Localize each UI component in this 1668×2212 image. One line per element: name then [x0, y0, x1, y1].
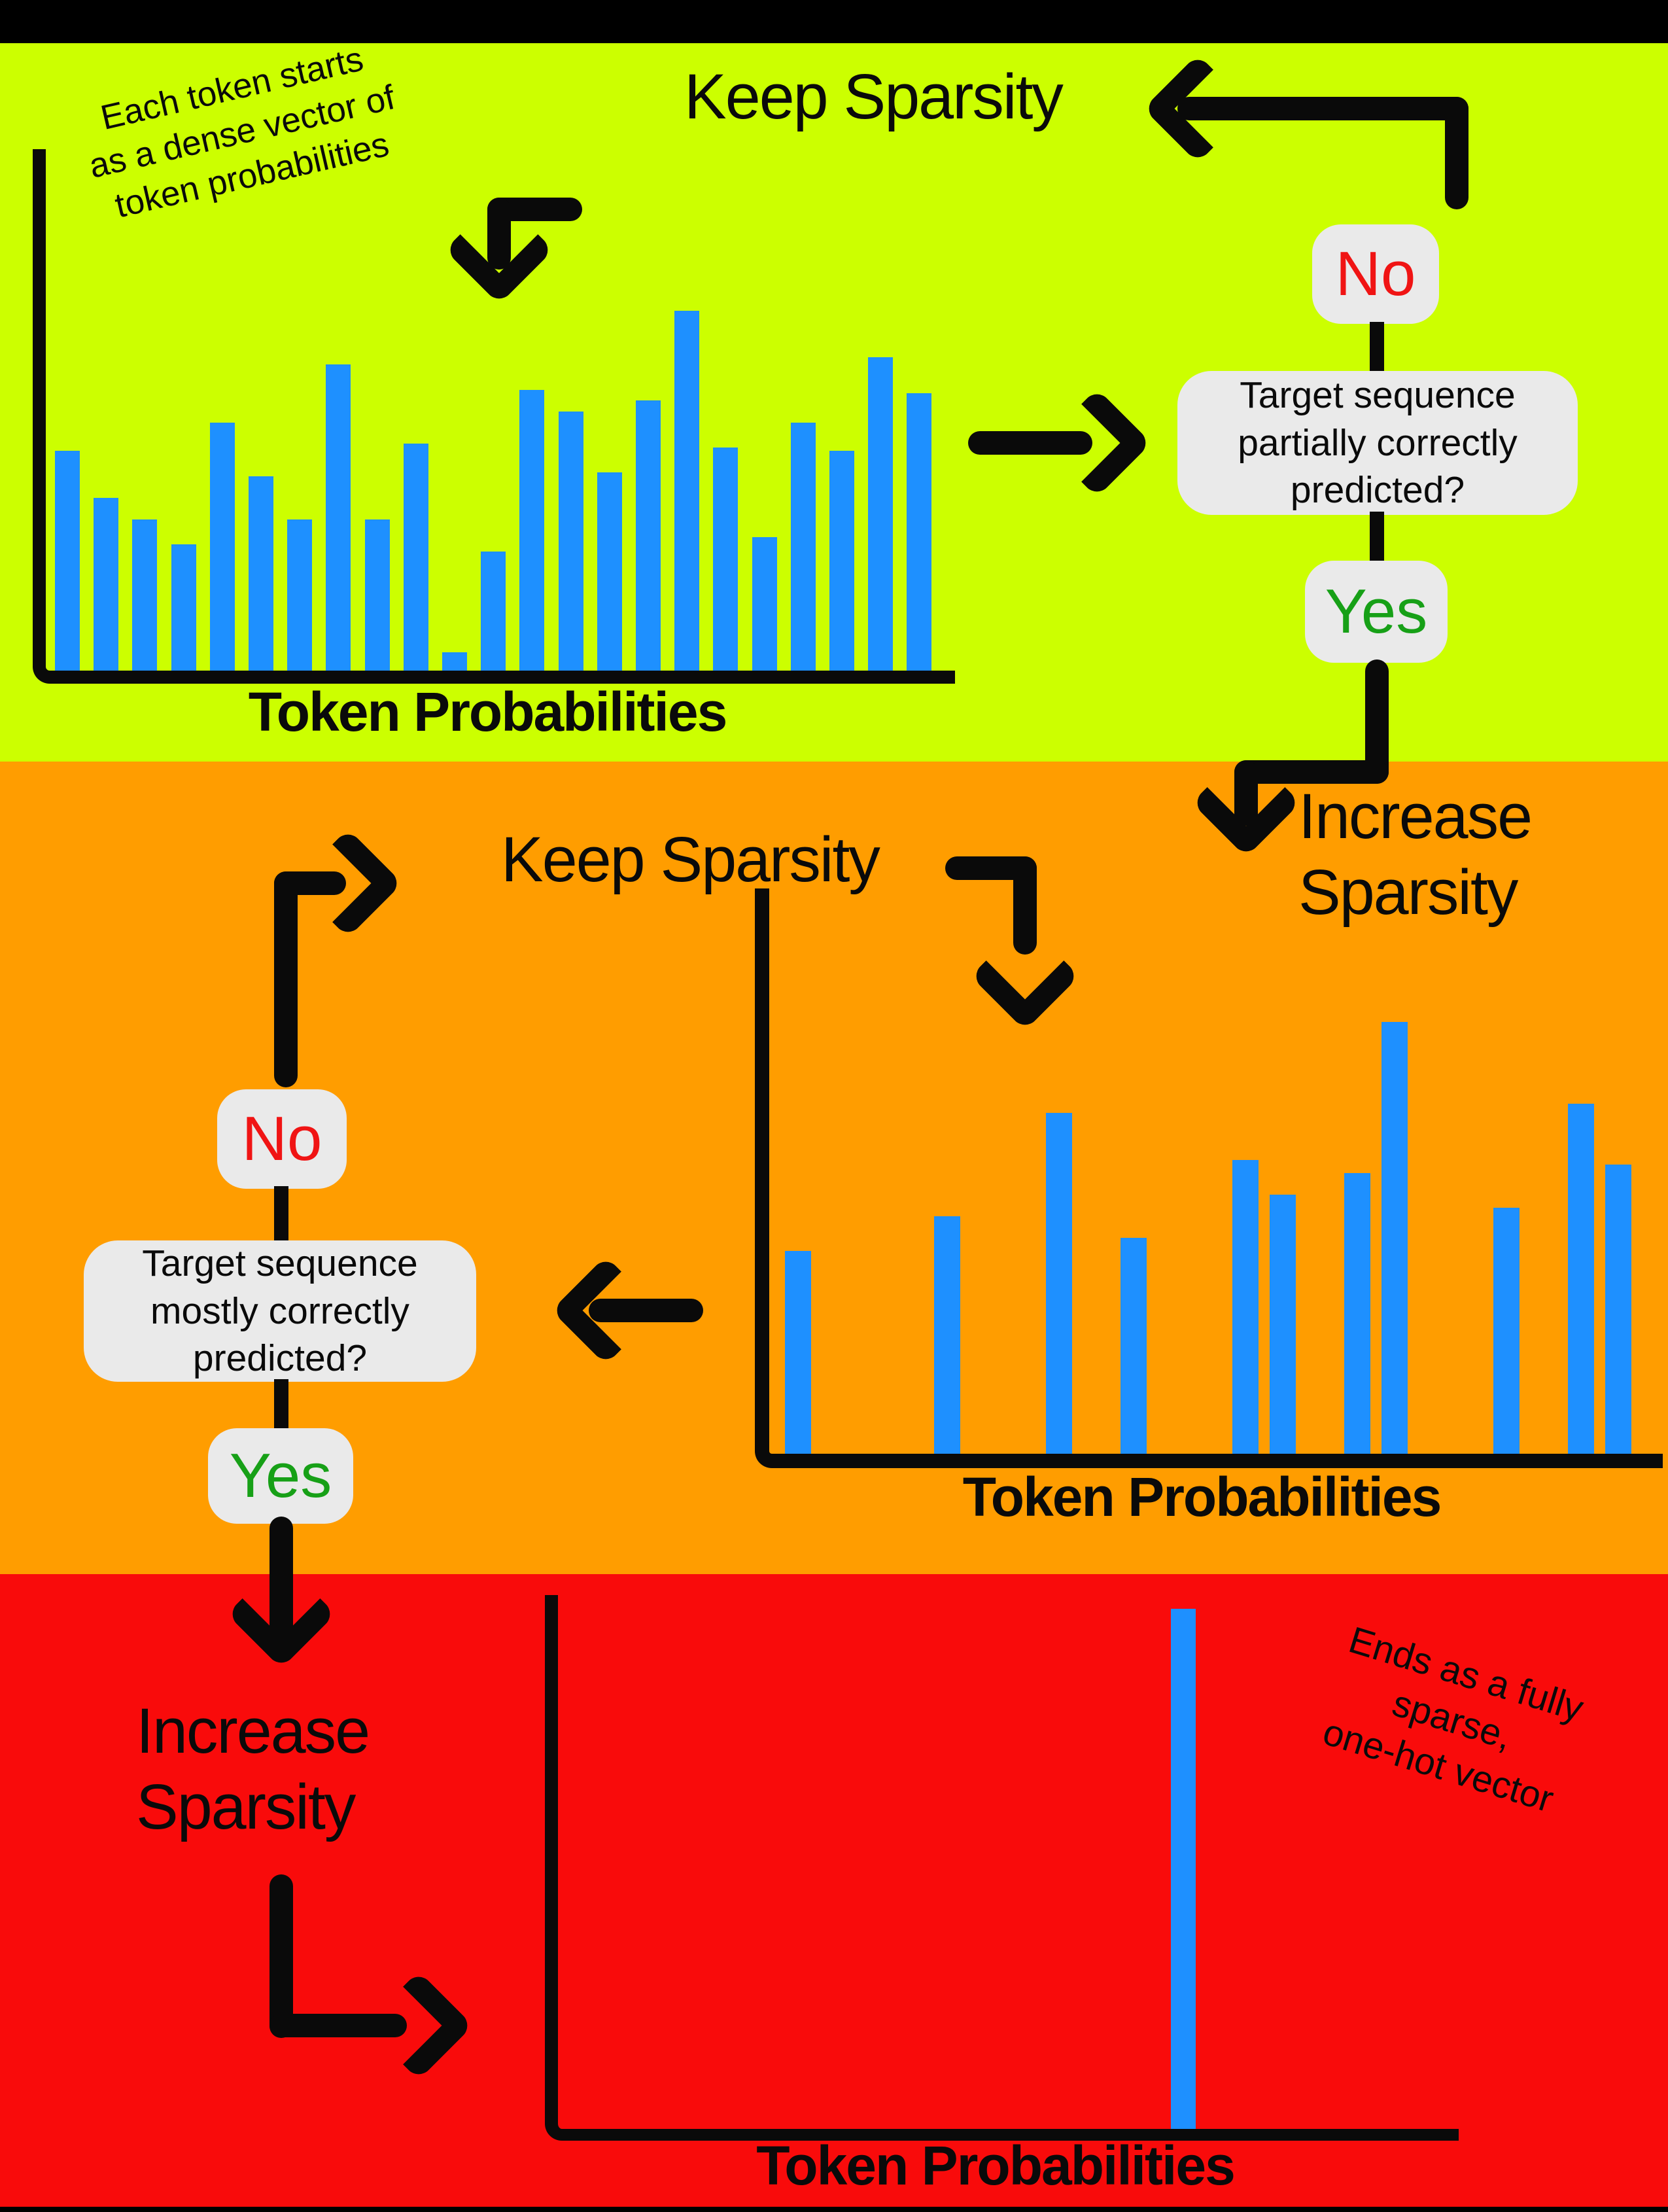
stage2-question-box: Target sequence mostly correctly predict… — [84, 1240, 476, 1382]
dense-token-probabilities-chart — [33, 149, 955, 684]
stage3-increase-sparsity-label: Increase Sparsity — [136, 1695, 370, 1843]
probability-bar — [1344, 1173, 1370, 1454]
dense-chart-label: Token Probabilities — [248, 681, 728, 743]
stage2-yes-badge: Yes — [208, 1428, 353, 1524]
probability-bar — [829, 451, 854, 671]
probability-bar — [481, 552, 506, 671]
connector — [274, 1186, 288, 1242]
probability-bar — [1270, 1195, 1296, 1454]
probability-bar — [1046, 1113, 1072, 1454]
onehot-token-probabilities-chart — [545, 1595, 1459, 2141]
partial-chart-label: Token Probabilities — [962, 1466, 1442, 1528]
stage1-increase-sparsity-label: Increase Sparsity — [1298, 781, 1533, 928]
probability-bar — [132, 519, 157, 671]
probability-bar — [326, 364, 351, 671]
probability-bar — [1171, 1609, 1196, 2129]
probability-bar — [171, 544, 196, 671]
probability-bar — [365, 519, 390, 671]
probability-bar — [597, 472, 622, 671]
stage1-question-box: Target sequence partially correctly pred… — [1177, 371, 1578, 515]
stage1-keep-sparsity-title: Keep Sparsity — [684, 61, 1064, 132]
probability-bar — [404, 444, 428, 671]
probability-bar — [442, 652, 467, 671]
bottom-black-bar — [0, 2207, 1668, 2212]
probability-bar — [287, 519, 312, 671]
probability-bar — [519, 390, 544, 671]
onehot-chart-label: Token Probabilities — [756, 2135, 1236, 2196]
connector — [1370, 512, 1384, 564]
probability-bar — [94, 498, 118, 671]
top-black-bar — [0, 0, 1668, 43]
probability-bar — [1381, 1022, 1408, 1454]
probability-bar — [791, 423, 816, 671]
probability-bar — [907, 393, 931, 671]
probability-bar — [210, 423, 235, 671]
probability-bar — [249, 476, 273, 671]
stage1-yes-badge: Yes — [1305, 561, 1448, 663]
connector — [274, 1379, 288, 1431]
stage2-keep-sparsity-title: Keep Sparsity — [501, 824, 880, 895]
probability-bar — [868, 357, 893, 671]
probability-bar — [785, 1251, 811, 1454]
probability-bar — [1232, 1160, 1259, 1454]
probability-bar — [1605, 1165, 1631, 1454]
probability-bar — [636, 400, 661, 671]
connector — [1370, 322, 1384, 374]
partial-token-probabilities-chart — [755, 888, 1663, 1468]
probability-bar — [559, 412, 583, 671]
probability-bar — [1568, 1104, 1594, 1454]
probability-bar — [674, 311, 699, 671]
stage1-no-badge: No — [1312, 224, 1439, 324]
probability-bar — [752, 537, 777, 671]
probability-bar — [934, 1216, 960, 1454]
probability-bar — [1121, 1238, 1147, 1454]
probability-bar — [713, 448, 738, 671]
probability-bar — [55, 451, 80, 671]
probability-bar — [1493, 1208, 1520, 1454]
stage2-no-badge: No — [217, 1089, 347, 1189]
